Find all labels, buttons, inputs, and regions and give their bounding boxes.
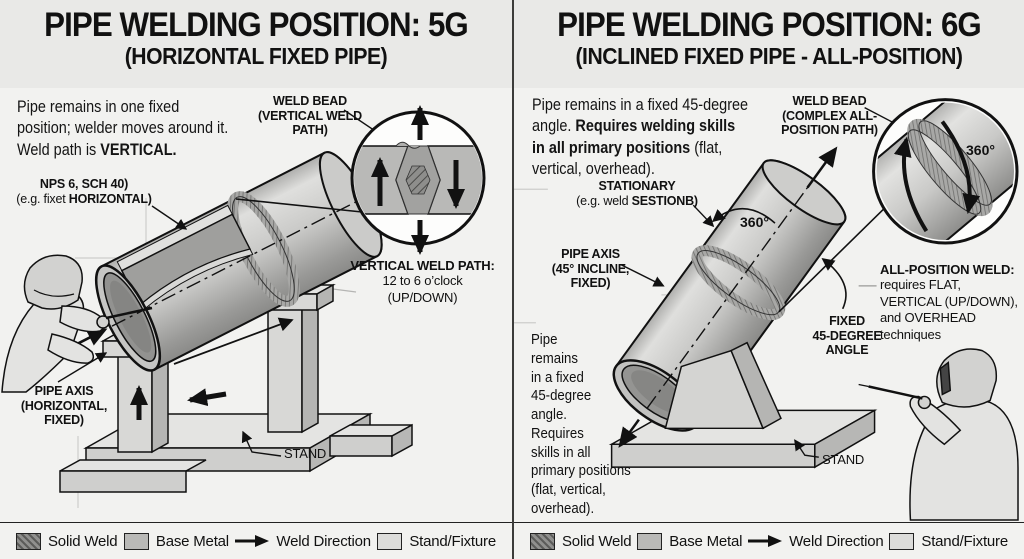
pipe-centerline: [646, 165, 824, 409]
stand-leader-arrow: [794, 439, 819, 458]
up-curved-arrow: [893, 136, 929, 233]
legend-label: Weld Direction: [789, 532, 884, 550]
pipe-cutaway: [116, 204, 254, 312]
legend-item-weld-direction: Weld Direction: [748, 532, 884, 550]
weld-bead-label: WELD BEAD (COMPLEX ALL- POSITION PATH): [781, 94, 878, 137]
solid-weld-swatch-icon: [530, 532, 555, 550]
illustration-5g: [1, 105, 486, 508]
pipe-axis-label: PIPE AXIS (45° INCLINE, FIXED): [551, 247, 630, 290]
intro-bold: Requires welding skills in all primary p…: [532, 116, 736, 157]
legend-item-base-metal: Base Metal: [123, 532, 229, 550]
down-curved-arrow: [940, 120, 981, 215]
pipe-spec-leader-arrow: [151, 205, 188, 230]
stand-fixture-swatch-icon: [889, 532, 915, 550]
illustration-6g: [514, 98, 1019, 521]
stand-label: STAND: [822, 452, 865, 467]
pipe-axis-arrow: [806, 146, 838, 189]
pipe-inclined: [612, 146, 847, 448]
panel-subtitle: (INCLINED FIXED PIPE - ALL-POSITION): [575, 43, 963, 70]
stationary-leader-arrow: [692, 204, 715, 228]
weld-direction-arrow-icon: [235, 535, 270, 547]
weld-detail-inset: [350, 105, 486, 255]
solid-weld-swatch-icon: [16, 532, 41, 550]
weld-direction-arrow-icon: [748, 535, 783, 547]
inset-leader-line: [235, 198, 363, 213]
pipe-axis-arrow: [618, 418, 640, 448]
panel-subtitle: (HORIZONTAL FIXED PIPE): [124, 43, 388, 70]
inset-degrees-label: 360°: [966, 142, 995, 158]
fixed-angle-label: FIXED 45-DEGREE ANGLE: [812, 314, 882, 357]
legend-label: Base Metal: [155, 532, 229, 550]
intro-text: Pipe remains in a fixed 45-degree angle.…: [532, 94, 748, 180]
welding-rod: [105, 306, 153, 320]
pipe-spec-label: NPS 6, SCH 40) (e.g. fixet HORIZONTAL): [16, 177, 152, 206]
base-metal-swatch-icon: [123, 532, 149, 550]
legend-label: Stand/Fixture: [921, 532, 1008, 550]
panel-header: PIPE WELDING POSITION: 5G (HORIZONTAL FI…: [0, 0, 512, 88]
stand-label: STAND: [284, 446, 327, 461]
travel-direction-arrow: [173, 317, 294, 365]
panel-header: PIPE WELDING POSITION: 6G (INCLINED FIXE…: [514, 0, 1024, 88]
rotation-degrees-label: 360°: [740, 214, 769, 230]
intro-text: Pipe remains in one fixed position; weld…: [17, 96, 228, 160]
panel-title: PIPE WELDING POSITION: 5G: [44, 6, 469, 44]
weld-detail-inset: [872, 98, 1019, 245]
legend-label: Stand/Fixture: [409, 532, 496, 550]
stationary-label: STATIONARY (e.g. weld SESTIONB): [576, 179, 698, 208]
panel-6g: PIPE WELDING POSITION: 6G (INCLINED FIXE…: [512, 0, 1024, 559]
pipe-axis-leader-arrow: [621, 264, 665, 287]
all-position-caption: ALL-POSITION WELD: requires FLAT, VERTIC…: [880, 262, 1018, 342]
welder-figure: [858, 348, 1019, 521]
legend-item-weld-direction: Weld Direction: [235, 532, 371, 550]
base-metal-swatch-icon: [637, 532, 663, 550]
panel-title: PIPE WELDING POSITION: 6G: [557, 6, 982, 44]
solid-weld-nugget: [405, 165, 431, 195]
weld-path-caption: VERTICAL WELD PATH: 12 to 6 o’clock (UP/…: [350, 258, 495, 305]
legend-label: Weld Direction: [276, 532, 371, 550]
welder-figure: [1, 254, 153, 393]
intro-normal: Pipe remains in one fixed position; weld…: [17, 97, 229, 159]
inset-leader-line: [778, 207, 886, 313]
intro-normal: Pipe remains in a fixed 45-degree angle.: [532, 95, 749, 136]
panel-5g: PIPE WELDING POSITION: 5G (HORIZONTAL FI…: [0, 0, 512, 559]
pipe-axis-leader-arrow: [57, 352, 108, 383]
rotation-arrow: [712, 207, 776, 224]
weld-bead-label: WELD BEAD (VERTICAL WELD PATH): [258, 94, 362, 137]
legend: Solid Weld Base Metal Weld Direction Sta…: [514, 522, 1024, 559]
pipe-axis-label: PIPE AXIS (HORIZONTAL, FIXED): [20, 384, 108, 427]
legend-item-solid-weld: Solid Weld: [16, 532, 118, 550]
legend: Solid Weld Base Metal Weld Direction Sta…: [0, 522, 512, 559]
legend-item-base-metal: Base Metal: [637, 532, 743, 550]
legend-label: Base Metal: [669, 532, 743, 550]
stand-fixture-swatch-icon: [377, 532, 403, 550]
intro-normal: (flat, vertical, overhead).: [532, 137, 723, 179]
pipe-centerline: [111, 187, 383, 327]
intro-bold: VERTICAL.: [100, 139, 177, 159]
side-note-text: Pipe remains in a fixed 45-degree angle.…: [531, 331, 631, 517]
welding-rod: [868, 385, 923, 400]
legend-item-solid-weld: Solid Weld: [530, 532, 632, 550]
left-arrow: [187, 388, 227, 407]
legend-item-stand-fixture: Stand/Fixture: [889, 532, 1008, 550]
stand-leader-arrow: [241, 430, 282, 457]
legend-label: Solid Weld: [48, 532, 118, 550]
legend-item-stand-fixture: Stand/Fixture: [377, 532, 496, 550]
legend-label: Solid Weld: [562, 532, 632, 550]
weld-bead-ring: [907, 118, 993, 217]
pipe-stand: [59, 283, 413, 493]
pipe-cradle: [664, 341, 782, 430]
